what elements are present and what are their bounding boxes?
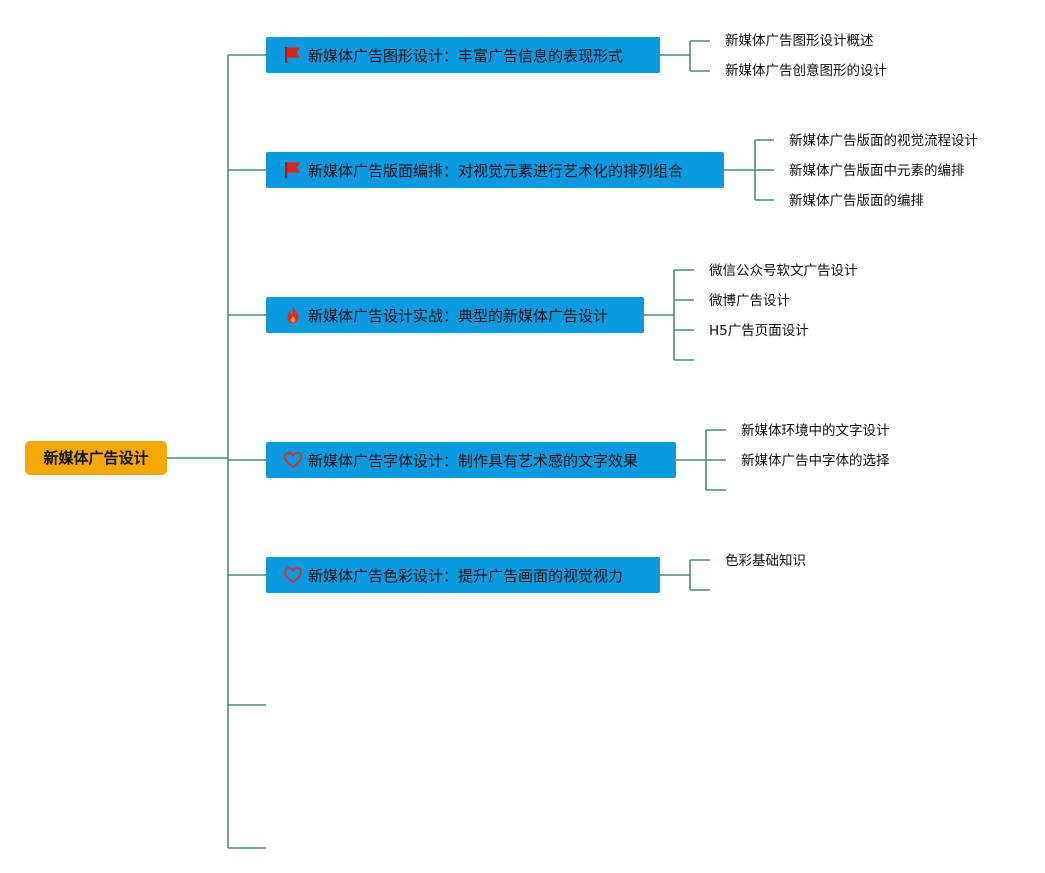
subtopic-item[interactable]: 新媒体环境中的文字设计 [741,423,890,439]
subtopic-item[interactable]: 新媒体广告版面的编排 [789,193,924,209]
flag-icon [283,160,303,180]
subtopic-item[interactable]: H5广告页面设计 [709,323,809,339]
topic-5-connector [660,559,710,591]
topic-3-connector [644,269,694,361]
subtopic-item[interactable]: 微博广告设计 [709,293,790,309]
subtopic-item[interactable]: 新媒体广告中字体的选择 [741,453,890,469]
topic-label: 新媒体广告设计实战：典型的新媒体广告设计 [308,306,609,325]
root-node[interactable]: 新媒体广告设计 [25,441,167,475]
topic-label: 新媒体广告版面编排：对视觉元素进行艺术化的排列组合 [308,161,684,180]
flag-icon [283,45,303,65]
heart-icon [283,450,303,470]
topic-4-connector [676,429,726,491]
topic-font-design[interactable]: 新媒体广告字体设计：制作具有艺术感的文字效果 [266,442,676,478]
heart-icon [283,565,303,585]
topic-layout-design[interactable]: 新媒体广告版面编排：对视觉元素进行艺术化的排列组合 [266,152,724,188]
subtopic-item[interactable]: 新媒体广告版面的视觉流程设计 [789,133,978,149]
topic-label: 新媒体广告色彩设计：提升广告画面的视觉视力 [308,566,624,585]
topic-color-design[interactable]: 新媒体广告色彩设计：提升广告画面的视觉视力 [266,557,660,593]
subtopic-item[interactable]: 微信公众号软文广告设计 [709,263,858,279]
subtopic-item[interactable]: 新媒体广告版面中元素的编排 [789,163,965,179]
topic-label: 新媒体广告图形设计：丰富广告信息的表现形式 [308,46,624,65]
topic-label: 新媒体广告字体设计：制作具有艺术感的文字效果 [308,451,639,470]
subtopic-item[interactable]: 新媒体广告创意图形的设计 [725,63,887,79]
topic-graphic-design[interactable]: 新媒体广告图形设计：丰富广告信息的表现形式 [266,37,660,73]
topic-2-connector [724,139,774,201]
topic-1-connector [660,40,710,72]
subtopic-item[interactable]: 色彩基础知识 [725,553,806,569]
topic-design-practice[interactable]: 新媒体广告设计实战：典型的新媒体广告设计 [266,297,644,333]
fire-icon [283,305,303,325]
subtopic-item[interactable]: 新媒体广告图形设计概述 [725,33,874,49]
